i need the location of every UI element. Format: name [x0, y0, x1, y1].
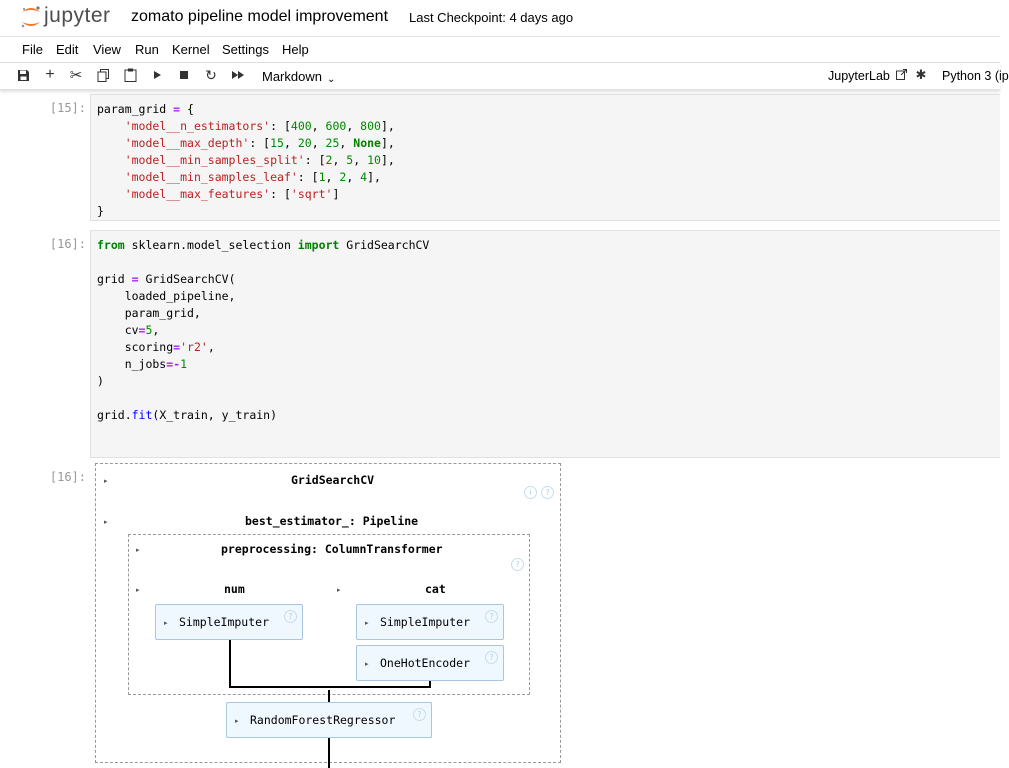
- jupyter-logo[interactable]: jupyter: [20, 4, 111, 29]
- restart-icon[interactable]: ↻: [205, 66, 217, 83]
- cut-icon[interactable]: ✂: [69, 67, 83, 84]
- connector-line: [328, 690, 330, 702]
- checkpoint-status: Last Checkpoint: 4 days ago: [409, 10, 574, 25]
- copy-icon[interactable]: [95, 67, 111, 83]
- preprocessing-label[interactable]: preprocessing: ColumnTransformer: [221, 542, 443, 556]
- help-icon[interactable]: ?: [511, 558, 524, 571]
- expand-preprocessing-icon[interactable]: ▸: [136, 546, 140, 554]
- cell-type-dropdown[interactable]: Markdown ⌄: [262, 69, 336, 85]
- num-simpleimputer-box[interactable]: ▸ SimpleImputer ?: [155, 604, 303, 640]
- info-icon[interactable]: i: [524, 486, 537, 499]
- menu-help[interactable]: Help: [282, 42, 309, 57]
- expand-icon[interactable]: ▸: [365, 660, 369, 668]
- expand-gridsearch-icon[interactable]: ▸: [104, 477, 108, 485]
- output-16-prompt: [16]:: [49, 470, 86, 484]
- help-icon[interactable]: ?: [413, 708, 426, 721]
- gridsearch-label[interactable]: GridSearchCV: [291, 473, 375, 487]
- menu-edit[interactable]: Edit: [56, 42, 79, 57]
- menu-file[interactable]: File: [22, 42, 43, 57]
- gridsearch-diagram: ▸ GridSearchCV i ? ▸ best_estimator_: Pi…: [95, 463, 561, 768]
- help-icon[interactable]: ?: [485, 651, 498, 664]
- best-estimator-label[interactable]: best_estimator_: Pipeline: [245, 514, 419, 528]
- notebook-toolbar: + ✂ ↻ Markdown ⌄ JupyterLab ✱ Python 3 (i…: [0, 63, 1009, 90]
- run-icon[interactable]: [149, 67, 165, 83]
- connector-line: [229, 640, 231, 688]
- fast-forward-icon[interactable]: [230, 67, 246, 83]
- connector-line: [328, 738, 330, 768]
- expand-best-estimator-icon[interactable]: ▸: [104, 518, 108, 526]
- chevron-down-icon: ⌄: [326, 74, 336, 85]
- debugger-bug-icon[interactable]: ✱: [915, 67, 927, 82]
- expand-icon[interactable]: ▸: [235, 717, 239, 725]
- notebook-panel: [15]: param_grid = { 'model__n_estimator…: [0, 90, 1000, 768]
- help-icon[interactable]: ?: [485, 610, 498, 623]
- cell-15-code[interactable]: param_grid = { 'model__n_estimators': [4…: [97, 102, 395, 218]
- expand-icon[interactable]: ▸: [164, 619, 168, 627]
- external-link-icon: [896, 69, 908, 80]
- save-icon[interactable]: [15, 67, 31, 83]
- connector-line: [229, 686, 431, 688]
- cat-simpleimputer-box[interactable]: ▸ SimpleImputer ?: [356, 604, 504, 640]
- num-label[interactable]: num: [224, 582, 245, 596]
- menu-view[interactable]: View: [93, 42, 121, 57]
- cell-15-editor[interactable]: param_grid = { 'model__n_estimators': [4…: [90, 94, 1000, 221]
- cell-16-code[interactable]: from sklearn.model_selection import Grid…: [97, 238, 430, 422]
- cell-16-editor[interactable]: from sklearn.model_selection import Grid…: [90, 230, 1000, 458]
- expand-icon[interactable]: ▸: [365, 619, 369, 627]
- onehotencoder-label: OneHotEncoder: [380, 656, 471, 670]
- menu-settings[interactable]: Settings: [222, 42, 269, 57]
- top-header: jupyter zomato pipeline model improvemen…: [0, 0, 1000, 37]
- menu-run[interactable]: Run: [135, 42, 159, 57]
- menu-bar: File Edit View Run Kernel Settings Help: [0, 37, 1000, 63]
- logo-text: jupyter: [44, 4, 111, 27]
- cat-simpleimputer-label: SimpleImputer: [380, 615, 471, 629]
- help-icon[interactable]: ?: [541, 486, 554, 499]
- menu-kernel[interactable]: Kernel: [172, 42, 210, 57]
- cell-type-value: Markdown: [262, 69, 322, 84]
- expand-cat-icon[interactable]: ▸: [337, 586, 341, 594]
- kernel-status[interactable]: Python 3 (ip: [942, 69, 1009, 83]
- randomforest-label: RandomForestRegressor: [250, 713, 396, 727]
- stop-icon[interactable]: [176, 67, 192, 83]
- help-icon[interactable]: ?: [284, 610, 297, 623]
- jupyterlab-label: JupyterLab: [828, 69, 890, 83]
- add-cell-icon[interactable]: +: [45, 66, 55, 83]
- expand-num-icon[interactable]: ▸: [136, 586, 140, 594]
- randomforest-box[interactable]: ▸ RandomForestRegressor ?: [226, 702, 432, 738]
- onehotencoder-box[interactable]: ▸ OneHotEncoder ?: [356, 645, 504, 681]
- cell-16-prompt: [16]:: [49, 237, 86, 251]
- open-jupyterlab-link[interactable]: JupyterLab: [828, 69, 908, 83]
- paste-icon[interactable]: [122, 67, 138, 83]
- num-simpleimputer-label: SimpleImputer: [179, 615, 270, 629]
- cell-15-prompt: [15]:: [49, 101, 86, 115]
- connector-line: [429, 681, 431, 688]
- column-transformer-box: ▸ preprocessing: ColumnTransformer ? ▸ n…: [128, 534, 530, 695]
- jupyter-logo-icon: [21, 6, 40, 28]
- cat-label[interactable]: cat: [425, 582, 446, 596]
- notebook-title[interactable]: zomato pipeline model improvement: [131, 8, 389, 25]
